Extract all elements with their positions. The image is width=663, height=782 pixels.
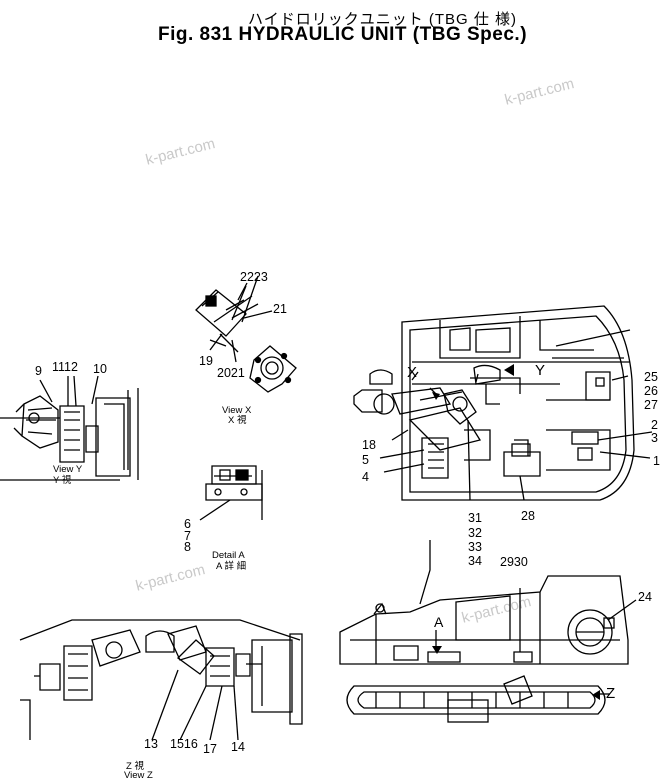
callout-9: 9 xyxy=(35,364,42,378)
side-view-drawing xyxy=(339,540,637,723)
view-x-label: View X xyxy=(222,405,252,416)
callout-27: 27 xyxy=(644,398,658,412)
view-z-label: View Z xyxy=(124,770,153,781)
callout-25: 25 xyxy=(644,370,658,384)
view-y-drawing xyxy=(0,375,139,481)
callout-24: 24 xyxy=(638,590,652,604)
callout-5: 5 xyxy=(362,453,369,467)
view-x-drawing xyxy=(195,275,297,393)
callout-2: 2 xyxy=(651,418,658,432)
callout-13: 13 xyxy=(144,737,158,751)
callout-34: 34 xyxy=(468,554,482,568)
figure-title-japanese: ハイドロリックユニット (TBG 仕 様) xyxy=(248,11,518,28)
callout-4: 4 xyxy=(362,470,369,484)
callout-10: 10 xyxy=(93,362,107,376)
main-top-view-drawing xyxy=(353,305,653,501)
callout-14: 14 xyxy=(231,740,245,754)
view-y-label: View Y xyxy=(53,464,83,475)
callout-15-16: 1516 xyxy=(170,737,198,751)
arrow-z-label: Z xyxy=(606,685,616,702)
callout-31: 31 xyxy=(468,511,482,525)
figure-title: Fig. 831 HYDRAULIC UNIT (TBG Spec.) xyxy=(158,24,528,45)
callout-33: 33 xyxy=(468,540,482,554)
detail-a-drawing xyxy=(199,465,263,521)
callout-8: 8 xyxy=(184,540,191,554)
callout-17: 17 xyxy=(203,742,217,756)
detail-a-label-jp: A 詳 細 xyxy=(216,561,247,572)
callout-3: 3 xyxy=(651,431,658,445)
callout-6: 6 xyxy=(184,517,191,531)
callout-32: 32 xyxy=(468,526,482,540)
callout-20-21: 2021 xyxy=(217,366,245,380)
arrow-x-label: X xyxy=(407,364,418,381)
callout-21: 21 xyxy=(273,302,287,316)
callout-7: 7 xyxy=(184,529,191,543)
callout-22-23: 2223 xyxy=(240,270,268,284)
callout-28: 28 xyxy=(521,509,535,523)
callout-18: 18 xyxy=(362,438,376,452)
view-y-label-jp: Y 視 xyxy=(53,475,72,486)
arrow-a-label: A xyxy=(434,614,444,630)
view-x-label-jp: X 視 xyxy=(228,415,247,426)
arrow-y-label: Y xyxy=(535,362,546,379)
detail-a-label: Detail A xyxy=(212,550,245,561)
callout-26: 26 xyxy=(644,384,658,398)
view-z-drawing xyxy=(19,619,303,741)
view-z-label-jp: Z 視 xyxy=(126,761,144,772)
callout-19: 19 xyxy=(199,354,213,368)
callout-11-12: 1112 xyxy=(52,360,78,374)
callout-29-30: 2930 xyxy=(500,555,528,569)
callout-1: 1 xyxy=(653,454,660,468)
